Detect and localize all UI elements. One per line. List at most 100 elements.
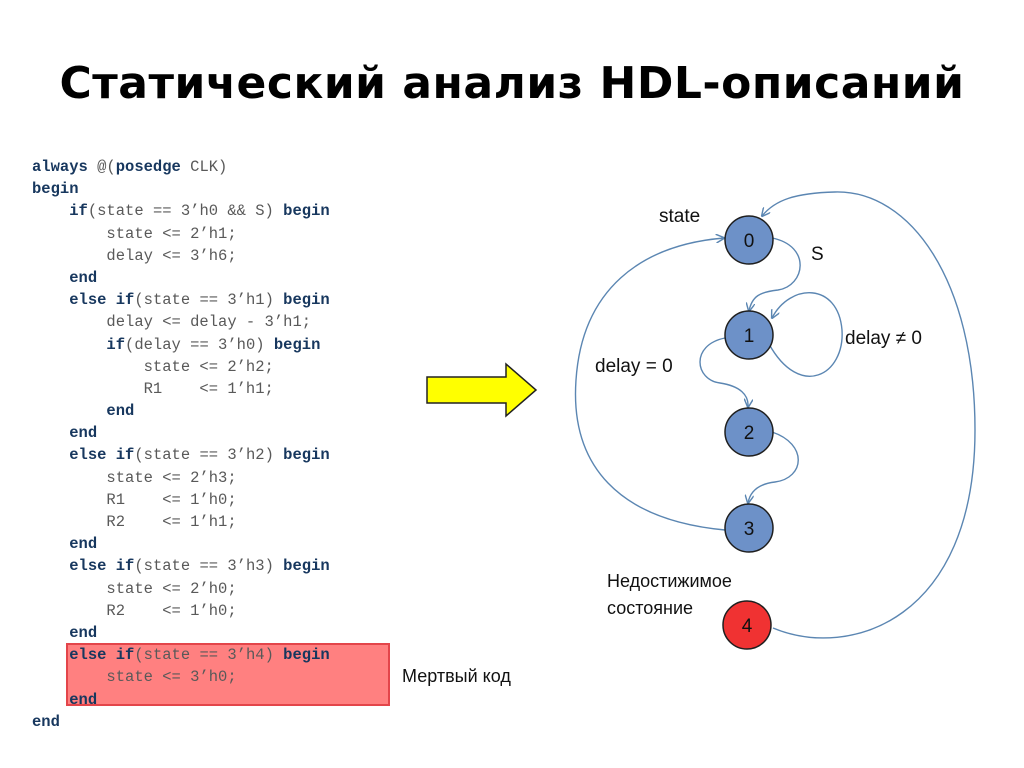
code-line: state <= 2’h0; <box>32 578 330 600</box>
code-text: (state == 3’h1) <box>134 291 284 310</box>
s-condition-label: S <box>811 244 824 265</box>
code-keyword: else if <box>69 446 135 465</box>
delay-zero-label: delay = 0 <box>595 356 673 377</box>
code-text: CLK) <box>180 158 228 176</box>
state-node-3: 3 <box>724 503 774 553</box>
code-line: R1 <= 1’h0; <box>32 489 330 511</box>
code-text: (state == 3’h4) <box>134 646 284 665</box>
code-text: state <= 2’h1; <box>32 224 237 243</box>
code-text: delay <= delay - 3’h1; <box>32 313 312 332</box>
code-text: state <= 2’h0; <box>32 579 237 598</box>
code-line: else if(state == 3’h1) begin <box>32 289 330 311</box>
code-line: begin <box>32 178 330 200</box>
node-label: 2 <box>744 423 755 444</box>
code-keyword: posedge <box>115 158 181 176</box>
edge-4-to-0 <box>762 191 976 639</box>
edge-0-to-1 <box>749 237 801 311</box>
code-line: state <= 2’h2; <box>32 356 330 378</box>
code-keyword: end <box>69 268 98 287</box>
code-line: if(delay == 3’h0) begin <box>32 334 330 356</box>
code-text <box>32 269 69 287</box>
code-line: R1 <= 1’h1; <box>32 378 330 400</box>
node-label: 0 <box>744 231 755 252</box>
dead-code-label: Мертвый код <box>402 666 511 686</box>
code-text: R2 <= 1’h0; <box>32 601 237 620</box>
code-line: else if(state == 3’h4) begin <box>32 644 330 666</box>
code-text <box>32 691 69 709</box>
node-label: 1 <box>744 326 755 347</box>
code-keyword: begin <box>283 291 330 310</box>
code-line: end <box>32 622 330 644</box>
code-keyword: else if <box>69 557 135 576</box>
code-text: R1 <= 1’h0; <box>32 490 237 509</box>
edge-1-to-2 <box>699 337 748 407</box>
code-text <box>32 202 69 220</box>
code-keyword: begin <box>283 646 330 665</box>
node-label: 3 <box>744 519 755 540</box>
unreachable-label-line2: состояние <box>607 598 693 618</box>
code-keyword: end <box>69 690 98 709</box>
edge-1-self-loop <box>768 292 843 377</box>
code-keyword: always <box>32 158 88 176</box>
code-text <box>32 336 106 354</box>
edge-3-to-0 <box>574 238 725 531</box>
code-text <box>32 402 106 420</box>
code-keyword: begin <box>283 202 330 221</box>
code-line: end <box>32 400 330 422</box>
code-keyword: end <box>106 402 135 421</box>
state-node-1: 1 <box>724 310 774 360</box>
code-keyword: end <box>69 535 98 554</box>
delay-not-zero-label: delay ≠ 0 <box>845 328 922 349</box>
code-text <box>32 446 69 464</box>
edge-2-to-3 <box>748 431 799 503</box>
code-keyword: begin <box>32 180 79 199</box>
node-label: 4 <box>742 616 753 637</box>
state-node-2: 2 <box>724 407 774 457</box>
code-text <box>32 557 69 575</box>
arrow-shape <box>426 362 538 418</box>
code-text <box>32 646 69 664</box>
slide-title: Статический анализ HDL-описаний <box>59 58 965 109</box>
code-keyword: end <box>32 712 60 731</box>
code-text: state <= 2’h2; <box>32 357 274 376</box>
code-keyword: else if <box>69 646 135 665</box>
code-line: else if(state == 3’h2) begin <box>32 444 330 466</box>
unreachable-label-line1: Недостижимое <box>607 571 732 591</box>
code-text: delay <= 3’h6; <box>32 246 237 265</box>
code-line: end <box>32 267 330 289</box>
code-text <box>32 535 69 553</box>
state-label: state <box>659 206 700 227</box>
code-line: end <box>32 533 330 555</box>
code-text: @( <box>87 158 116 176</box>
code-line: state <= 2’h3; <box>32 467 330 489</box>
right-arrow-icon <box>426 362 538 418</box>
code-keyword: else if <box>69 291 135 310</box>
code-text <box>32 291 69 309</box>
code-line: state <= 3’h0; <box>32 666 330 688</box>
code-keyword: begin <box>283 557 330 576</box>
code-text: (state == 3’h2) <box>134 446 284 465</box>
code-text: (state == 3’h0 && S) <box>87 202 284 221</box>
dead-code-highlight <box>66 643 390 706</box>
code-line: delay <= delay - 3’h1; <box>32 311 330 333</box>
code-keyword: begin <box>273 335 321 354</box>
verilog-code-listing: always @(posedge CLK)begin if(state == 3… <box>32 156 330 733</box>
code-line: R2 <= 1’h0; <box>32 600 330 622</box>
code-keyword: if <box>106 335 126 354</box>
state-node-0: 0 <box>724 215 774 265</box>
code-line: state <= 2’h1; <box>32 223 330 245</box>
code-keyword: end <box>69 623 98 642</box>
code-line: always @(posedge CLK) <box>32 156 330 178</box>
code-text: state <= 2’h3; <box>32 468 237 487</box>
state-diagram: 0 1 2 3 4 state S delay ≠ 0 delay = 0 Не… <box>574 191 976 650</box>
code-line: else if(state == 3’h3) begin <box>32 555 330 577</box>
code-text: state <= 3’h0; <box>32 668 237 687</box>
code-keyword: if <box>69 202 88 221</box>
code-text: (state == 3’h3) <box>134 557 284 576</box>
code-keyword: begin <box>283 446 330 465</box>
code-line: end <box>32 689 330 711</box>
code-line: delay <= 3’h6; <box>32 245 330 267</box>
code-text: (delay == 3’h0) <box>125 335 274 354</box>
code-keyword: end <box>69 424 98 443</box>
code-text <box>32 424 69 442</box>
